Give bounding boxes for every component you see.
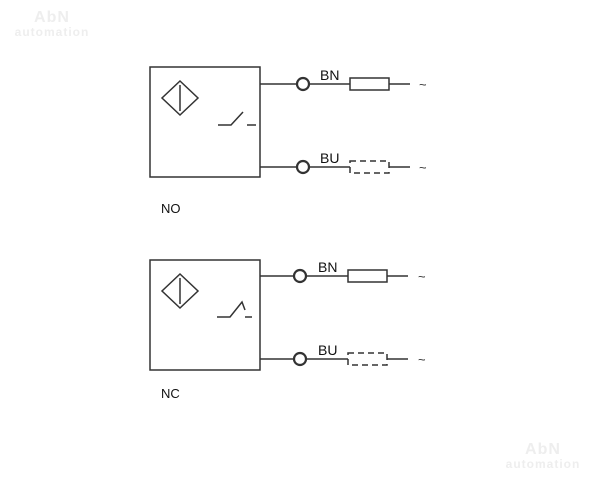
circuit-label-no: NO (161, 201, 181, 216)
nc-switch-icon (217, 300, 246, 318)
sensor-body-no (149, 66, 261, 178)
optional-load-no (349, 160, 390, 174)
label-bu-nc: BU (318, 342, 337, 358)
sensor-body-nc (149, 259, 261, 371)
circuit-nc (149, 259, 408, 371)
terminal-bn-no (295, 76, 311, 92)
watermark-line2: automation (14, 25, 90, 39)
watermark-line1: AbN (525, 441, 561, 458)
watermark-bottom-right: AbN automation (497, 441, 589, 471)
resistor-load-nc (347, 269, 388, 283)
ac-symbol-bn-no: ~ (419, 77, 427, 92)
circuit-label-nc: NC (161, 386, 180, 401)
sensor-symbol-icon (160, 79, 200, 117)
optional-load-nc (347, 352, 388, 366)
circuit-no (149, 66, 410, 178)
ac-symbol-bn-nc: ~ (418, 269, 426, 284)
label-bn-no: BN (320, 67, 339, 83)
ac-symbol-bu-no: ~ (419, 160, 427, 175)
resistor-load-no (349, 77, 390, 91)
watermark-line1: AbN (34, 9, 70, 26)
terminal-bn-nc (292, 268, 308, 284)
label-bu-no: BU (320, 150, 339, 166)
terminal-bu-nc (292, 351, 308, 367)
watermark-top-left: AbN automation (6, 9, 98, 39)
watermark-line2: automation (505, 457, 581, 471)
label-bn-nc: BN (318, 259, 337, 275)
no-switch-icon (218, 111, 244, 126)
terminal-bu-no (295, 159, 311, 175)
sensor-symbol-icon (160, 272, 200, 310)
ac-symbol-bu-nc: ~ (418, 352, 426, 367)
